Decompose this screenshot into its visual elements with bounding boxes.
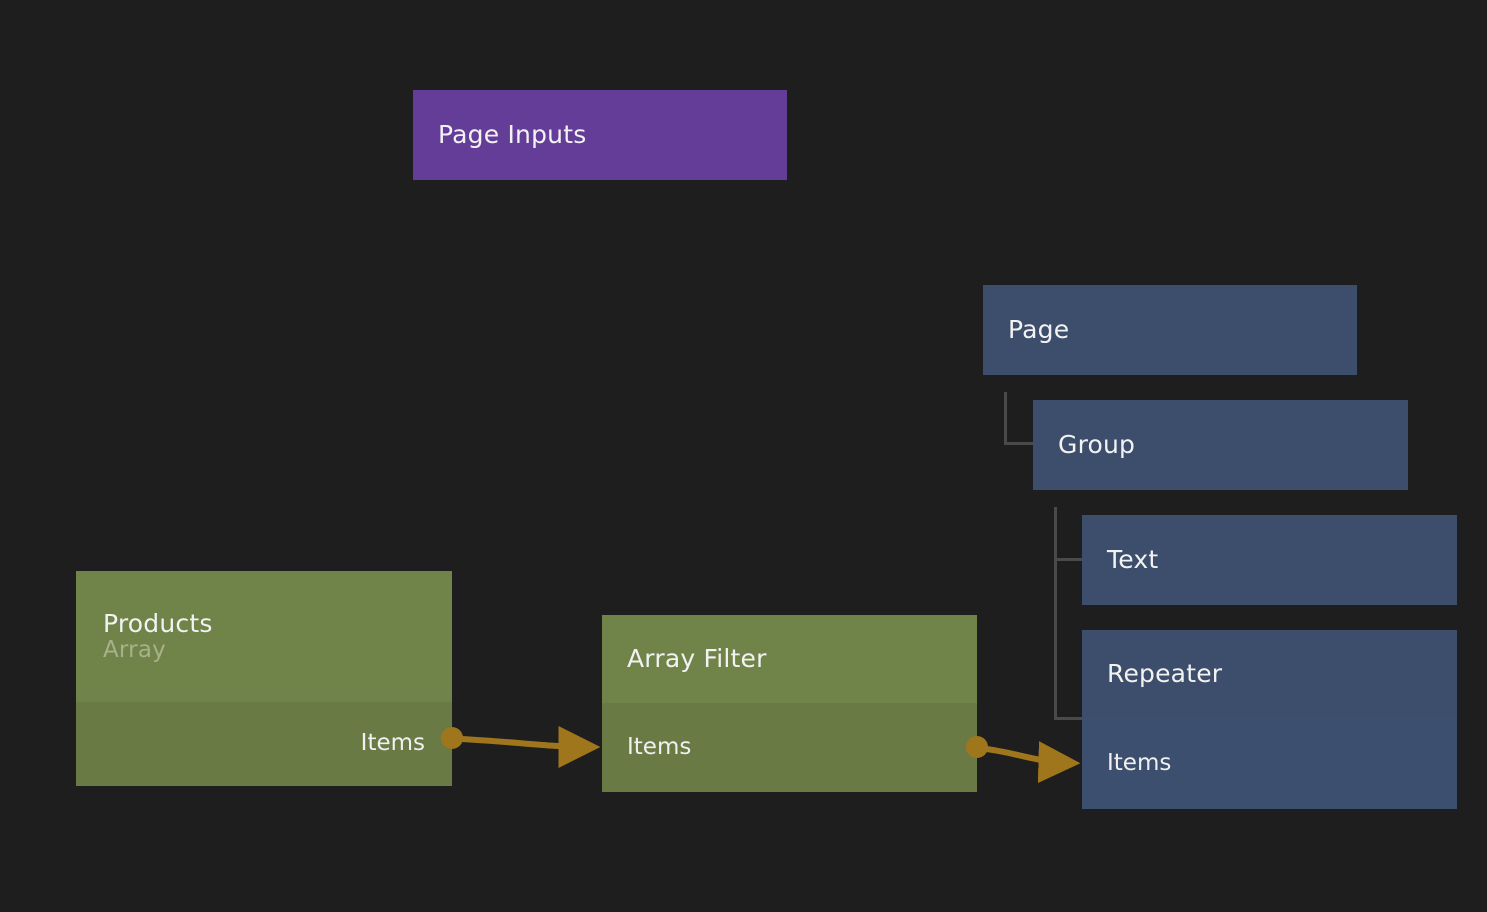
node-products-body: Items: [76, 702, 452, 786]
node-products-header[interactable]: Products Array: [76, 571, 452, 702]
node-group-title: Group: [1058, 430, 1136, 459]
node-text-header[interactable]: Text: [1082, 515, 1457, 605]
node-page-inputs-header[interactable]: Page Inputs: [413, 90, 787, 180]
node-array-filter[interactable]: Array Filter Items: [602, 615, 977, 792]
tree-edge-page-group: [1004, 392, 1033, 445]
node-array-filter-header[interactable]: Array Filter: [602, 615, 977, 703]
node-products-title: Products: [103, 608, 213, 638]
node-text-title: Text: [1107, 545, 1159, 574]
node-group[interactable]: Group: [1033, 400, 1408, 490]
node-page-inputs[interactable]: Page Inputs: [413, 90, 787, 180]
node-page-inputs-title: Page Inputs: [438, 120, 587, 149]
node-array-filter-body: Items: [602, 703, 977, 792]
tree-edge-group-repeater: [1054, 507, 1082, 720]
node-group-header[interactable]: Group: [1033, 400, 1408, 490]
node-products-output-port-label: Items: [360, 730, 425, 757]
node-repeater[interactable]: Repeater Items: [1082, 630, 1457, 809]
node-repeater-title: Repeater: [1107, 659, 1223, 688]
node-products[interactable]: Products Array Items: [76, 571, 452, 786]
node-array-filter-title: Array Filter: [627, 644, 767, 673]
node-products-subtitle: Array: [103, 636, 166, 663]
node-repeater-body: Items: [1082, 718, 1457, 809]
wire-path-array-filter-repeater: [985, 741, 1081, 784]
node-repeater-input-port-label: Items: [1107, 749, 1172, 776]
wire-path-products-array-filter: [460, 725, 601, 768]
wire-products-to-array-filter[interactable]: [441, 725, 601, 768]
node-products-output-port-row[interactable]: Items: [76, 730, 425, 757]
node-page[interactable]: Page: [983, 285, 1357, 375]
wire-array-filter-to-repeater[interactable]: [966, 736, 1081, 784]
node-page-header[interactable]: Page: [983, 285, 1357, 375]
node-array-filter-input-port-row[interactable]: Items: [627, 733, 977, 760]
node-text[interactable]: Text: [1082, 515, 1457, 605]
node-page-title: Page: [1008, 315, 1070, 344]
node-repeater-input-port-row[interactable]: Items: [1107, 749, 1457, 776]
node-repeater-header[interactable]: Repeater: [1082, 630, 1457, 718]
node-array-filter-input-port-label: Items: [627, 733, 692, 760]
